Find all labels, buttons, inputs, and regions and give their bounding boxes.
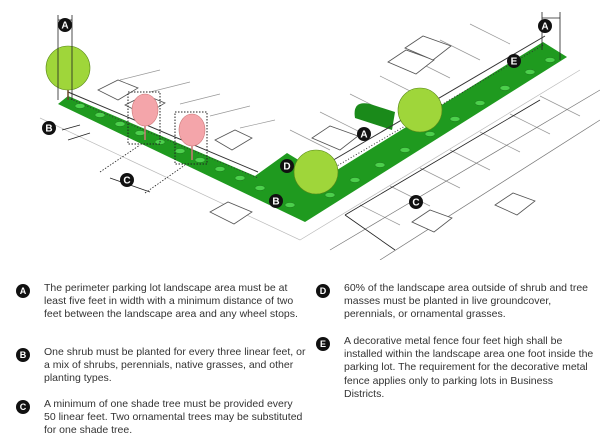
ornamental-tree-icon (178, 113, 206, 147)
marker-d: D (280, 159, 294, 173)
shade-trees (45, 45, 443, 195)
svg-text:A: A (360, 130, 367, 141)
note-b: B One shrub must be planted for every th… (16, 346, 306, 386)
parking-stall-lines (39, 23, 600, 260)
note-d: D 60% of the landscape area outside of s… (316, 282, 591, 322)
parking-lot-landscape-diagram: A A A B B C C D E (39, 12, 600, 260)
marker-a-right: A (538, 19, 552, 33)
shade-tree-icon (45, 45, 91, 91)
svg-text:B: B (272, 197, 279, 208)
svg-text:A: A (541, 22, 548, 33)
marker-b-left: B (42, 121, 56, 135)
svg-text:B: B (45, 124, 52, 135)
ornamental-tree-icon (131, 93, 159, 127)
note-c: C A minimum of one shade tree must be pr… (16, 398, 306, 438)
marker-c-left: C (120, 173, 134, 187)
marker-a-width: A (58, 18, 72, 32)
ornamental-trees (127, 91, 208, 165)
marker-b-corner: B (269, 194, 283, 208)
note-a: A The perimeter parking lot landscape ar… (16, 282, 306, 322)
note-c-text: A minimum of one shade tree must be prov… (44, 398, 303, 437)
marker-c-right: C (409, 195, 423, 209)
note-b-text: One shrub must be planted for every thre… (44, 346, 306, 385)
note-a-text: The perimeter parking lot landscape area… (44, 282, 298, 321)
shade-tree-icon (397, 87, 443, 133)
badge-d: D (316, 284, 330, 298)
note-e: E A decorative metal fence four feet hig… (316, 335, 596, 401)
svg-text:C: C (123, 176, 130, 187)
badge-b: B (16, 348, 30, 362)
note-d-text: 60% of the landscape area outside of shr… (344, 282, 589, 321)
landscape-island (354, 103, 395, 130)
shrubs (74, 57, 556, 208)
badge-c: C (16, 400, 30, 414)
svg-text:E: E (511, 57, 518, 68)
marker-a-wheelstop: A (357, 127, 371, 141)
svg-text:A: A (61, 21, 68, 32)
note-e-text: A decorative metal fence four feet high … (344, 335, 594, 400)
badge-a: A (16, 284, 30, 298)
diagram-markers: A A A B B C C D E (42, 18, 552, 209)
badge-e: E (316, 337, 330, 351)
shade-tree-icon (293, 149, 339, 195)
svg-text:D: D (283, 162, 290, 173)
svg-text:C: C (412, 198, 419, 209)
marker-e: E (507, 54, 521, 68)
landscape-strip (58, 42, 567, 222)
